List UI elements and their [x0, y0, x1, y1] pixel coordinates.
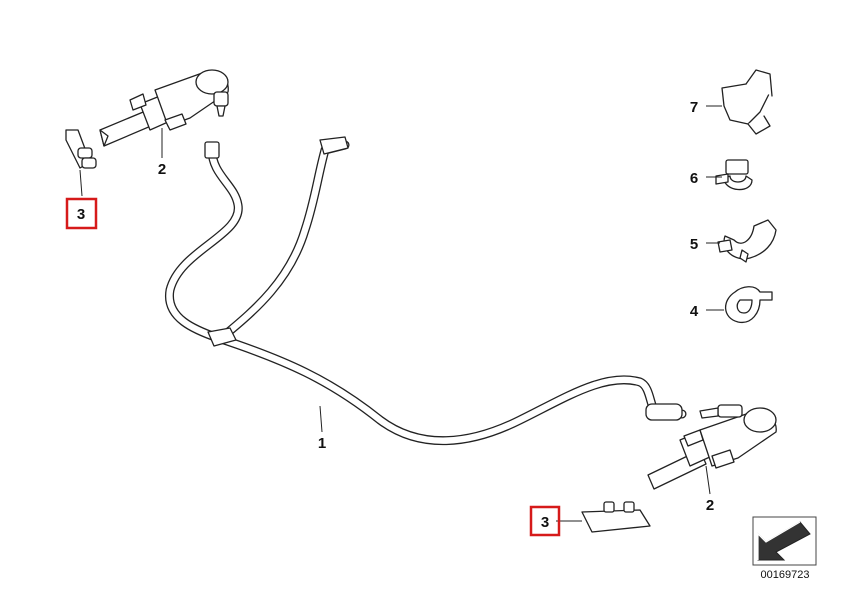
clip-part-4 — [724, 286, 773, 324]
callout-jet-right: 2 — [706, 497, 714, 514]
reference-number: 00169723 — [761, 569, 810, 581]
clip-part-5 — [717, 219, 777, 263]
headlight-washer-jet-left — [99, 69, 229, 147]
callout-hose: 1 — [318, 435, 326, 452]
washer-hose — [165, 136, 687, 446]
highlight-box-cover-right — [529, 505, 561, 537]
callout-jet-left: 2 — [158, 161, 166, 178]
headlight-washer-jet-right — [647, 404, 777, 490]
clip-part-6 — [715, 159, 753, 191]
callout-clip-4: 4 — [690, 303, 699, 320]
callout-clip-7: 7 — [690, 99, 698, 116]
callout-cover-right: 3 — [541, 514, 549, 531]
washer-jet-cover-right — [581, 501, 651, 533]
direction-arrow-icon — [752, 516, 817, 566]
callout-cover-left: 3 — [77, 206, 85, 223]
callout-clip-5: 5 — [690, 236, 698, 253]
callout-clip-6: 6 — [690, 170, 698, 187]
highlight-box-cover-left — [65, 197, 98, 230]
washer-jet-cover-left — [65, 129, 97, 169]
clip-part-7 — [721, 69, 773, 135]
